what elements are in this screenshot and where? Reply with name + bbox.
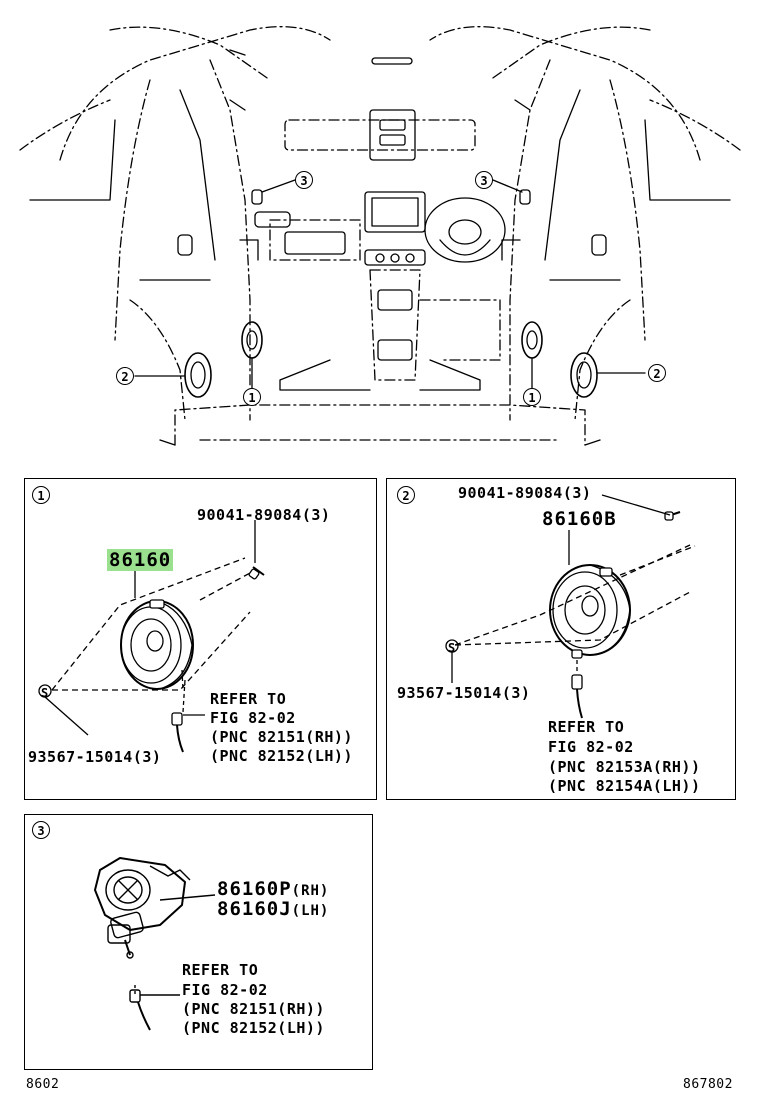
- footer-left-code: 8602: [26, 1077, 60, 1092]
- callout-2-right: 2: [648, 364, 666, 382]
- panel1-clip-label: 93567-15014(3): [28, 748, 162, 766]
- panel1-refer-line-4: (PNC 82152(LH)): [210, 747, 353, 765]
- panel3-part-rh-number: 86160P: [217, 878, 292, 900]
- callout-2-left: 2: [116, 367, 134, 385]
- panel2-clip-symbol: S: [448, 641, 456, 655]
- panel-door-speaker: [386, 478, 736, 800]
- callout-3-right: 3: [475, 171, 493, 189]
- panel3-refer-line-3: (PNC 82151(RH)): [182, 1000, 325, 1018]
- panel2-clip-label: 93567-15014(3): [397, 684, 531, 702]
- panel1-index: 1: [32, 486, 50, 504]
- panel3-part-rh: 86160P(RH): [217, 880, 329, 900]
- panel3-index: 3: [32, 821, 50, 839]
- panel2-refer-line-3: (PNC 82153A(RH)): [548, 758, 701, 776]
- panel3-refer-line-2: FIG 82-02: [182, 981, 268, 999]
- panel3-refer-line-1: REFER TO: [182, 961, 259, 979]
- panel1-refer-line-2: FIG 82-02: [210, 709, 296, 727]
- panel3-part-lh: 86160J(LH): [217, 900, 329, 920]
- panel3-part-lh-suffix: (LH): [291, 903, 330, 919]
- panel-tweeter: [24, 814, 373, 1070]
- panel2-index: 2: [397, 486, 415, 504]
- panel2-refer-line-4: (PNC 82154A(LH)): [548, 777, 701, 795]
- panel1-clip-symbol: S: [41, 686, 49, 700]
- callout-3-left: 3: [295, 171, 313, 189]
- panel1-part-number-text: 86160: [107, 549, 174, 571]
- panel3-part-rh-suffix: (RH): [291, 883, 330, 899]
- callout-1-left: 1: [243, 388, 261, 406]
- panel1-refer-line-3: (PNC 82151(RH)): [210, 728, 353, 746]
- panel1-part-number: 86160: [107, 549, 174, 571]
- panel2-screw-label: 90041-89084(3): [458, 484, 592, 502]
- panel1-screw-label: 90041-89084(3): [197, 506, 331, 524]
- panel1-refer-line-1: REFER TO: [210, 690, 287, 708]
- callout-1-right: 1: [523, 388, 541, 406]
- footer-right-code: 867802: [683, 1077, 733, 1092]
- panel-front-speaker: [24, 478, 377, 800]
- panel3-part-lh-number: 86160J: [217, 898, 292, 920]
- panel2-refer-line-2: FIG 82-02: [548, 738, 634, 756]
- panel3-refer-line-4: (PNC 82152(LH)): [182, 1019, 325, 1037]
- panel2-part-number: 86160B: [542, 508, 617, 530]
- panel2-refer-line-1: REFER TO: [548, 718, 625, 736]
